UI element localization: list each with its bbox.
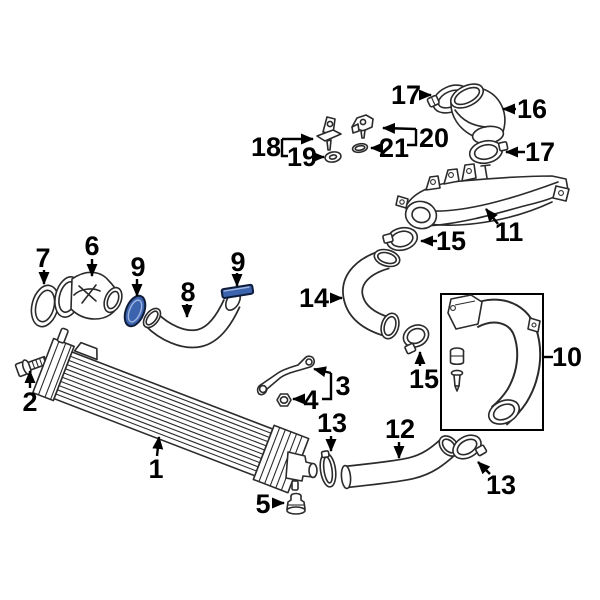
- hose-clamp-lower-drawing: [402, 324, 430, 355]
- callout-20[interactable]: 20: [419, 123, 449, 153]
- flange-nut-drawing: [276, 393, 292, 407]
- part-10-box: [440, 293, 544, 431]
- callout-9-left[interactable]: 9: [130, 252, 145, 282]
- callout-5[interactable]: 5: [255, 489, 270, 519]
- boxed-bolt-drawing: [450, 369, 464, 392]
- hose-clamp-upper-drawing: [382, 226, 419, 252]
- callout-3-leader: [313, 366, 332, 378]
- callout-17-mid[interactable]: 17: [525, 137, 555, 167]
- callout-8[interactable]: 8: [180, 277, 195, 307]
- intake-pipe-manifold-drawing: [395, 163, 570, 230]
- washer-drawing: [324, 151, 342, 163]
- callout-4[interactable]: 4: [303, 385, 318, 415]
- air-inlet-housing-drawing: [54, 271, 123, 320]
- band-clamp-left-drawing: [319, 450, 337, 488]
- boxed-rubber-mount-drawing: [449, 347, 465, 366]
- inlet-gasket-drawing: [30, 284, 60, 328]
- callout-20-bracket: [407, 129, 418, 147]
- callout-18[interactable]: 18: [251, 132, 281, 162]
- callout-10[interactable]: 10: [552, 342, 582, 372]
- callout-9-right[interactable]: 9: [230, 247, 245, 277]
- air-duct-assembly-boxed-drawing: [440, 293, 544, 431]
- callout-11[interactable]: 11: [495, 217, 524, 247]
- callout-12[interactable]: 12: [385, 414, 415, 444]
- callout-15-lower[interactable]: 15: [409, 364, 439, 394]
- callout-11-leader: [485, 208, 499, 225]
- callout-16[interactable]: 16: [517, 94, 547, 124]
- callout-14[interactable]: 14: [299, 283, 329, 313]
- callout-15-upper[interactable]: 15: [436, 226, 466, 256]
- stay-bracket-drawing: [256, 355, 316, 396]
- hose-clamp-mid-drawing: [468, 139, 509, 165]
- elbow-air-hose-drawing: [449, 83, 506, 145]
- callout-2[interactable]: 2: [22, 387, 37, 417]
- ring-clamp-right-drawing: [452, 434, 488, 460]
- callout-21[interactable]: 21: [379, 133, 409, 163]
- callout-13-left[interactable]: 13: [317, 408, 347, 438]
- highlighted-clamp-right-drawing: [220, 283, 255, 300]
- callout-3[interactable]: 3: [335, 371, 350, 401]
- callout-18-bracket: [280, 139, 288, 158]
- o-ring-drawing: [351, 142, 369, 154]
- outlet-hose-drawing: [340, 435, 460, 490]
- callout-13-right[interactable]: 13: [486, 470, 516, 500]
- callout-19[interactable]: 19: [287, 142, 317, 172]
- intercooler-core-drawing: [32, 327, 318, 494]
- callout-20-leader: [382, 122, 417, 134]
- callout-3-bracket: [322, 373, 333, 401]
- map-sensor-drawing: [351, 114, 374, 139]
- callout-17-top[interactable]: 17: [391, 80, 421, 110]
- callout-6[interactable]: 6: [84, 231, 99, 261]
- rubber-mount-drawing: [286, 492, 306, 515]
- callout-1-leader: [152, 436, 164, 457]
- upper-s-hose-drawing: [342, 248, 401, 340]
- callout-13-right-leader: [477, 461, 491, 475]
- sensor-bracket-drawing: [316, 116, 342, 151]
- callout-1[interactable]: 1: [148, 454, 163, 484]
- callout-7[interactable]: 7: [35, 243, 50, 273]
- highlighted-clamp-left-drawing: [123, 294, 147, 328]
